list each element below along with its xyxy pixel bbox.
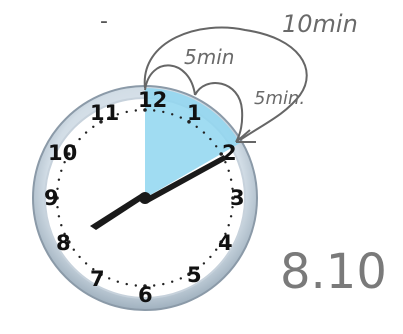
minute-tick-dot <box>117 281 119 283</box>
clock-number-12: 12 <box>138 88 167 112</box>
clock-number-11: 11 <box>90 101 119 125</box>
minute-tick-dot <box>60 170 62 172</box>
time-reading-label: 8.10 <box>280 244 387 300</box>
minute-tick-dot <box>126 283 128 285</box>
minute-tick-dot <box>108 277 110 279</box>
minute-tick-dot <box>60 224 62 226</box>
minute-tick-dot <box>92 126 94 128</box>
minute-tick-dot <box>126 111 128 113</box>
minute-tick-dot <box>171 113 173 115</box>
second-five-minute-label: 5min. <box>254 88 305 109</box>
minute-tick-dot <box>73 249 75 251</box>
clock-number-9: 9 <box>44 186 59 210</box>
minute-tick-dot <box>58 179 60 181</box>
minute-tick-dot <box>135 284 137 286</box>
clock-number-10: 10 <box>48 141 77 165</box>
minute-tick-dot <box>196 126 198 128</box>
first-five-minute-label: 5min <box>184 45 234 69</box>
minute-tick-dot <box>171 281 173 283</box>
clock-number-7: 7 <box>90 267 105 291</box>
clock-number-3: 3 <box>230 186 245 210</box>
clock-number-1: 1 <box>187 101 202 125</box>
stray-dash-mark: - <box>100 9 108 34</box>
minute-tick-dot <box>230 215 232 217</box>
minute-tick-dot <box>78 138 80 140</box>
clock-center-pin <box>139 192 151 204</box>
minute-tick-dot <box>215 145 217 147</box>
minute-tick-dot <box>78 256 80 258</box>
minute-tick-dot <box>209 256 211 258</box>
minute-tick-dot <box>180 277 182 279</box>
minute-tick-dot <box>85 131 87 133</box>
minute-tick-dot <box>58 215 60 217</box>
minute-tick-dot <box>135 109 137 111</box>
minute-tick-dot <box>162 283 164 285</box>
minute-tick-dot <box>228 170 230 172</box>
minute-tick-dot <box>203 262 205 264</box>
clock-number-8: 8 <box>56 231 71 255</box>
minute-tick-dot <box>85 262 87 264</box>
clock-number-5: 5 <box>187 263 202 287</box>
clock-number-4: 4 <box>218 231 233 255</box>
ten-minute-label: 10min <box>282 10 358 38</box>
minute-tick-dot <box>203 131 205 133</box>
minute-tick-dot <box>230 179 232 181</box>
minute-tick-dot <box>153 284 155 286</box>
minute-tick-dot <box>209 138 211 140</box>
clock-number-2: 2 <box>222 141 237 165</box>
minute-tick-dot <box>180 116 182 118</box>
clock-number-6: 6 <box>138 283 153 307</box>
minute-tick-dot <box>228 224 230 226</box>
